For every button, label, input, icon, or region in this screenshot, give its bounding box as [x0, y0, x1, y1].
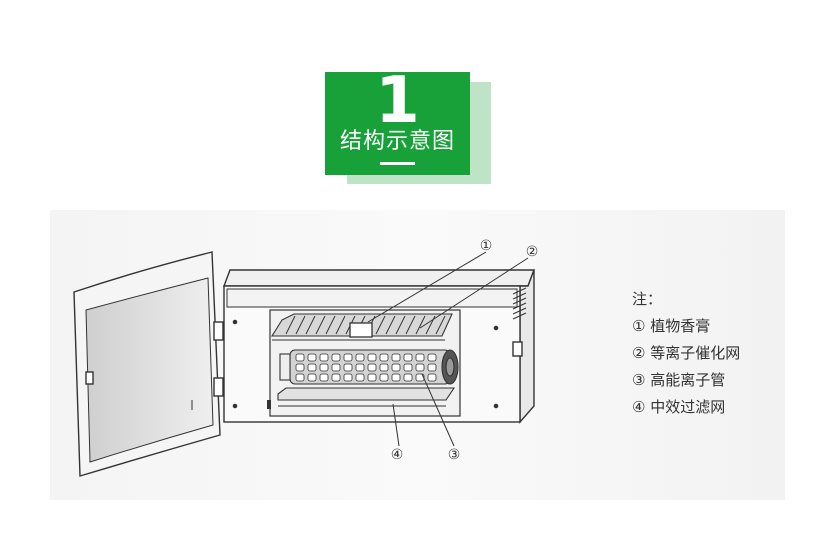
legend-heading: 注： [632, 290, 663, 308]
hinge-top [213, 321, 224, 341]
leader-lines [367, 251, 529, 447]
legend: 注： ① 植物香膏 ② 等离子催化网 ③ 高能离子管 ④ 中效过滤网 [632, 286, 740, 421]
power-switch [512, 341, 523, 357]
legend-item: ② 等离子催化网 [632, 340, 740, 367]
section-badge: 1 结构示意图 [325, 66, 491, 184]
legend-label: 中效过滤网 [650, 398, 726, 416]
section-number: 1 [375, 64, 420, 138]
door [73, 251, 224, 477]
legend-item: ① 植物香膏 [632, 313, 740, 340]
callout-2: ② [526, 244, 539, 260]
title-underline [380, 162, 415, 165]
plant-paste [349, 322, 373, 338]
hinge-bottom [213, 377, 224, 397]
legend-marker: ④ [632, 398, 646, 416]
legend-label: 等离子催化网 [650, 344, 741, 362]
legend-label: 植物香膏 [650, 317, 711, 335]
door-latch [85, 371, 94, 385]
ion-tube [279, 349, 459, 385]
legend-marker: ③ [632, 371, 646, 389]
callout-3: ③ [448, 447, 461, 463]
legend-label: 高能离子管 [650, 371, 726, 389]
callout-1: ① [480, 238, 493, 254]
legend-marker: ① [632, 317, 646, 335]
legend-marker: ② [632, 344, 646, 362]
section-title: 结构示意图 [339, 129, 455, 154]
side-vents [512, 287, 527, 320]
structure-diagram: ① ② ④ ③ [50, 210, 785, 500]
filter-screen [267, 387, 456, 409]
legend-item: ④ 中效过滤网 [632, 394, 740, 421]
badge-panel: 1 结构示意图 [325, 66, 470, 175]
legend-item: ③ 高能离子管 [632, 367, 740, 394]
callout-4: ④ [391, 447, 404, 463]
